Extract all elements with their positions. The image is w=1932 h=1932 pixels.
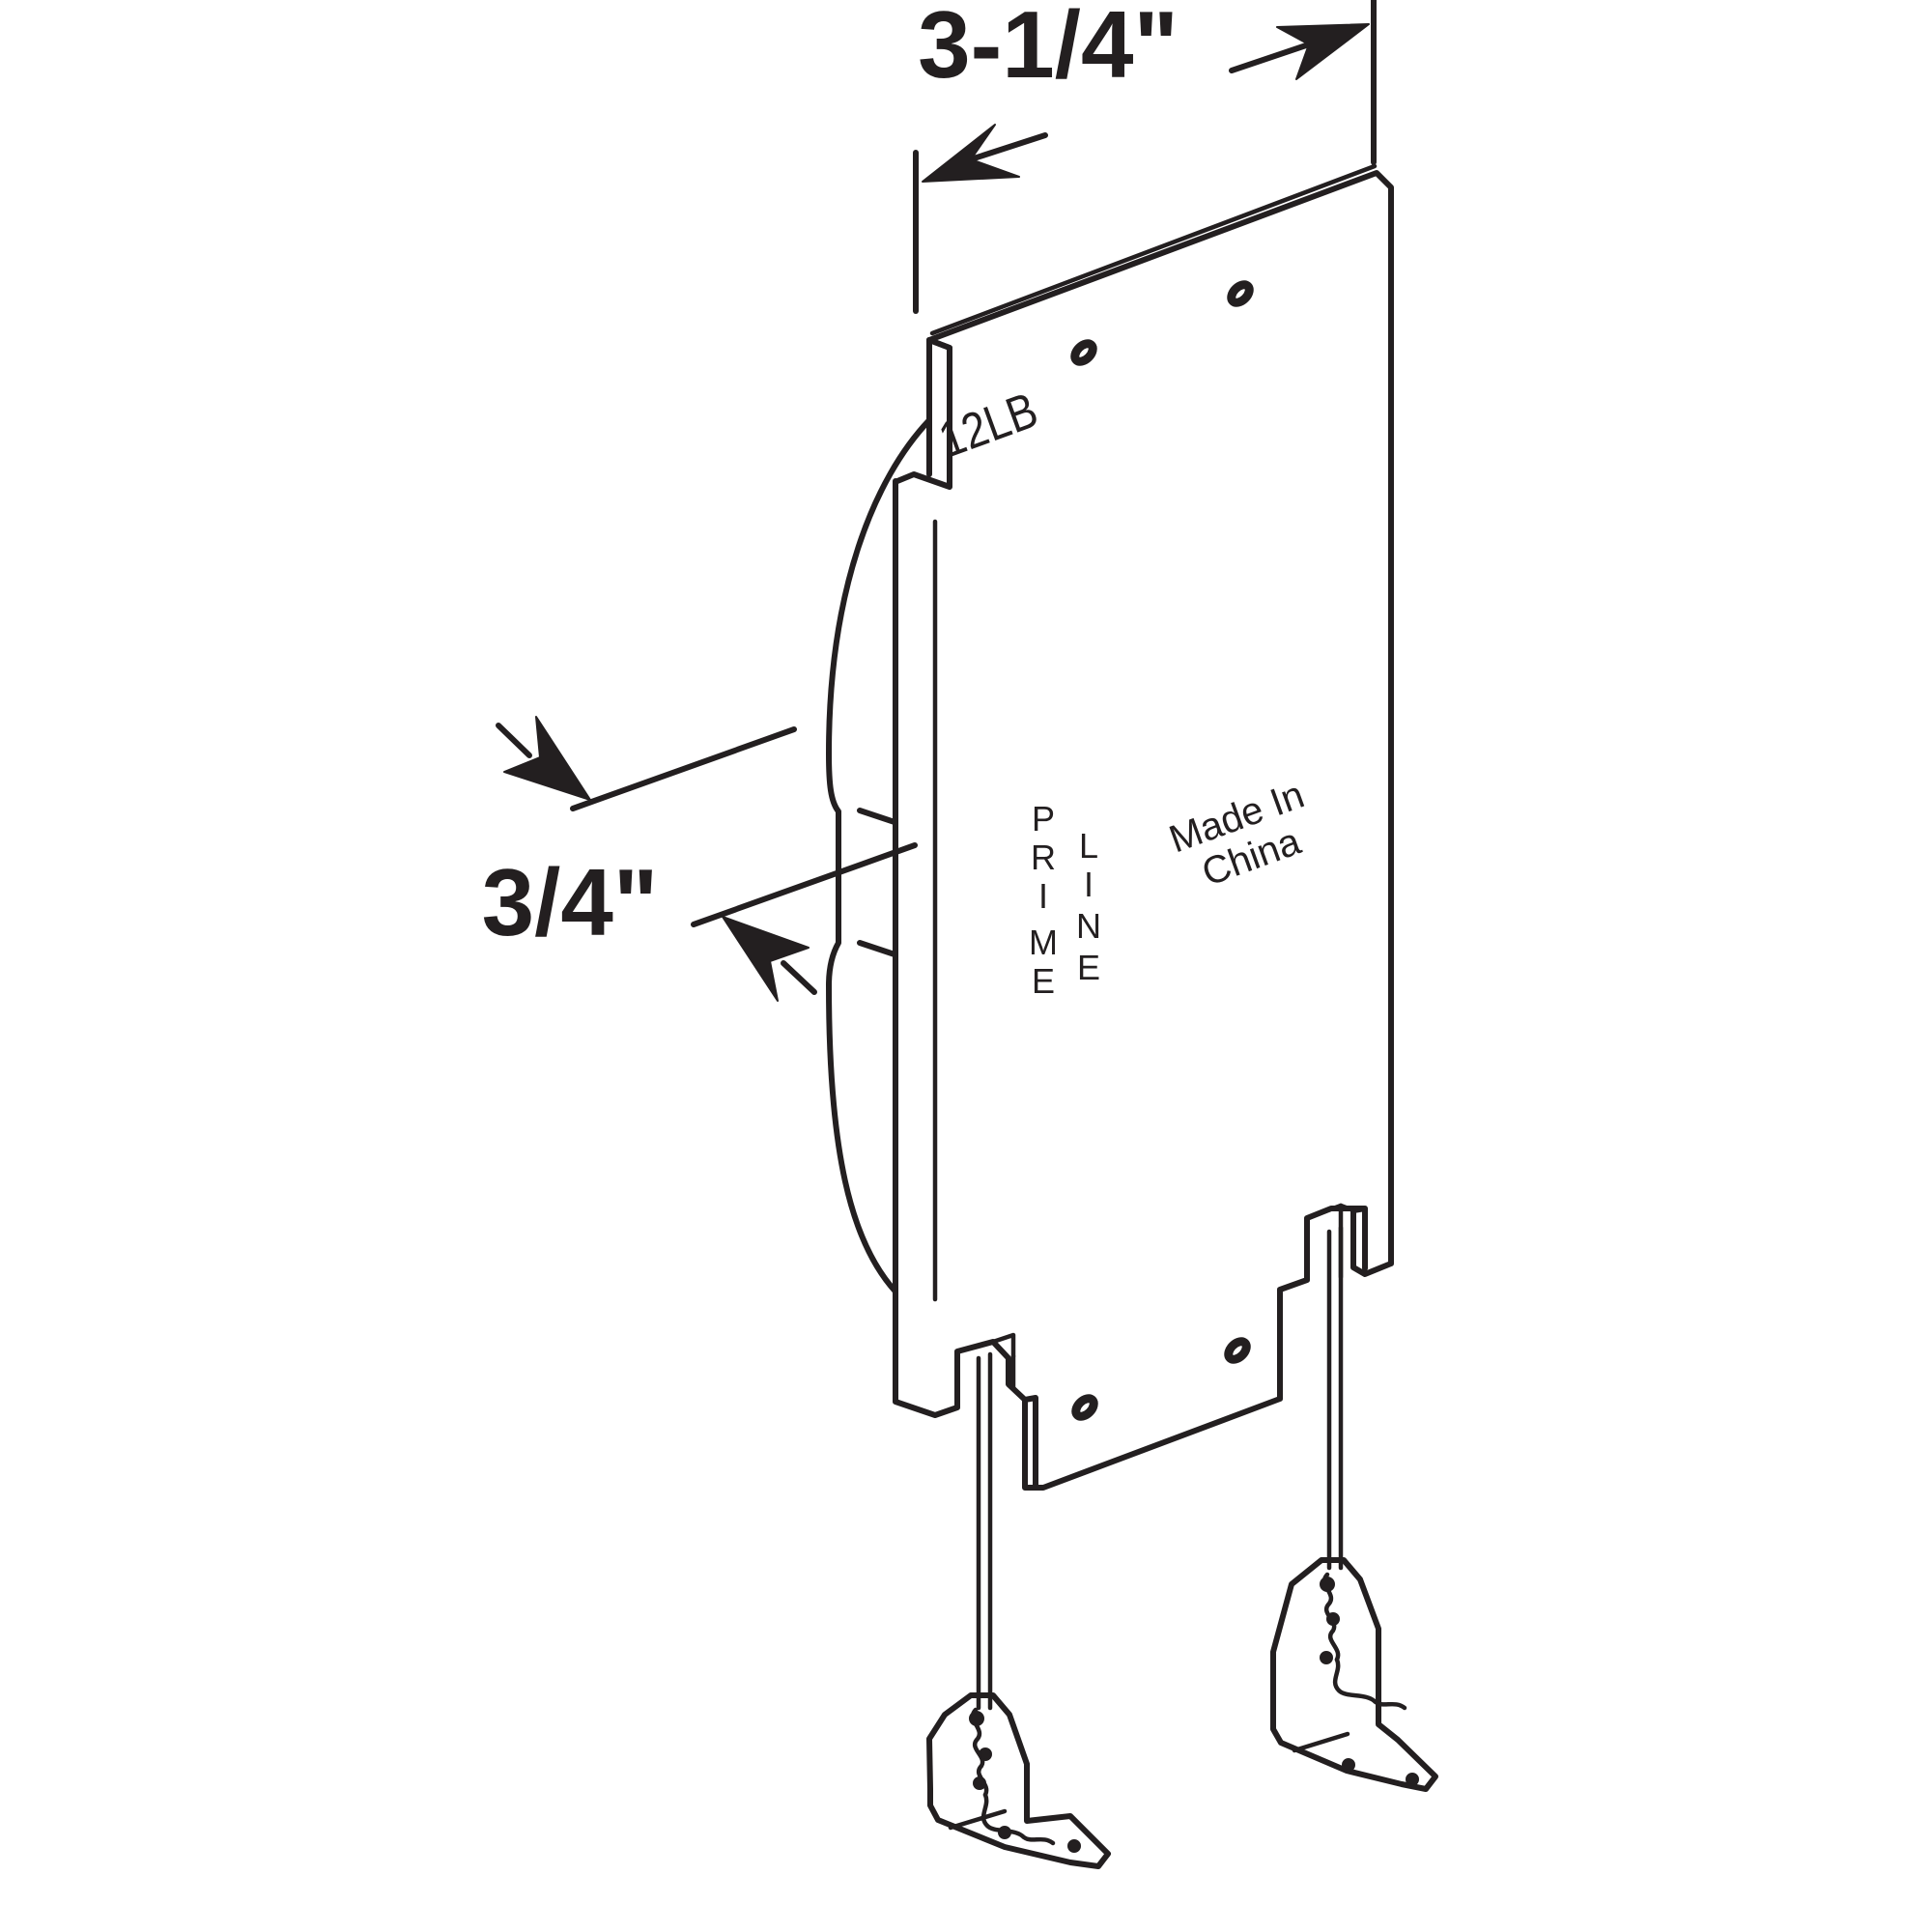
hanging-wires [976,1225,1344,1711]
thickness-extension-lower [857,940,897,957]
thickness-arrow-lower-feather [781,960,817,995]
mounting-bracket-left [926,1692,1111,1869]
brand-letter: E [1077,948,1100,987]
brand-letter: L [1079,826,1098,866]
brand-letter: M [1029,923,1058,962]
origin-marking: Made In China [1164,774,1310,895]
brand-marking: P R I M E L I N E [1029,799,1101,1001]
mounting-hole-top-left [1070,339,1097,366]
side-flange [826,337,952,1294]
width-arrowhead-right [1276,23,1370,80]
spring-plate: 12LB P R I M E L I N E Made In China [893,163,1394,1491]
thickness-arrowhead-upper [503,716,591,801]
brand-letter: P [1032,799,1055,838]
mounting-hole-top-right [1227,280,1254,307]
thickness-label: 3/4" [482,849,659,955]
thickness-arrow-upper-feather [496,723,532,758]
brand-letter: I [1084,865,1094,904]
brand-letter: R [1031,838,1056,877]
thickness-extension-upper [857,808,897,825]
mounting-hole-bottom-left [1071,1394,1098,1421]
thickness-arrow-upper-tail [570,726,797,811]
mounting-bracket-right [1270,1557,1438,1792]
mounting-hole-bottom-right [1224,1337,1251,1364]
thickness-dimension: 3/4" [482,716,918,1002]
width-arrow-left-tail [968,132,1048,162]
brand-letter: I [1038,876,1048,916]
width-arrowhead-left [922,124,1020,183]
width-arrow-right-tail [1229,42,1312,73]
plate-outline [893,170,1394,1491]
width-label: 3-1/4" [918,0,1179,98]
width-dimension: 3-1/4" [913,0,1377,314]
brand-letter: E [1032,961,1055,1001]
thickness-arrowhead-lower [722,916,810,1002]
thickness-arrow-lower-tail [691,842,918,927]
brand-letter: N [1076,906,1101,946]
